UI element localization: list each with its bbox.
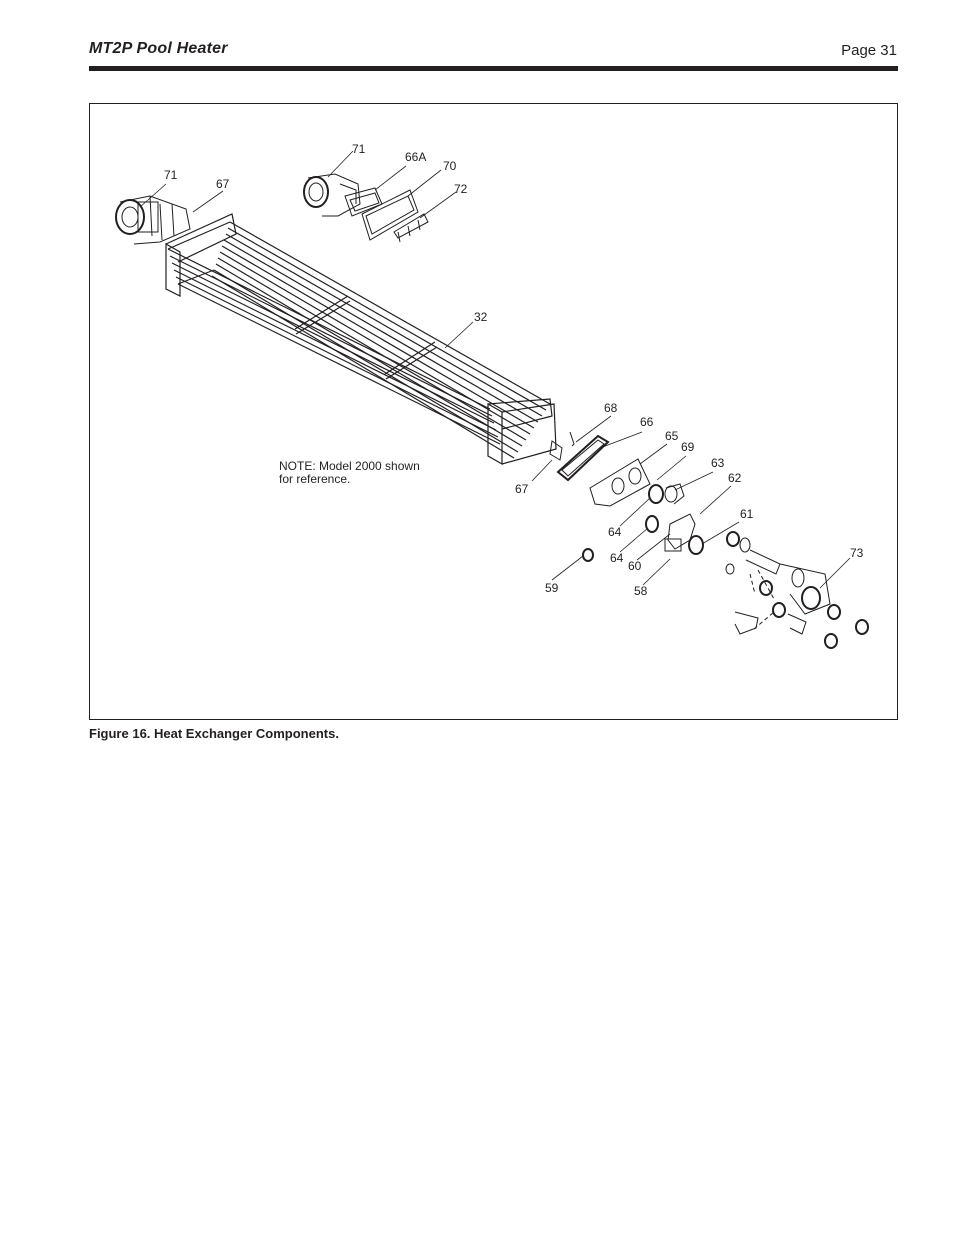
callout-label: 63 [711, 456, 725, 470]
page-number: Page 31 [841, 42, 897, 59]
callout-label: 67 [216, 177, 230, 191]
top-header-group [303, 173, 429, 243]
right-components [549, 431, 869, 649]
callout-label: 71 [352, 142, 366, 156]
figure-frame: 71 67 71 66A 70 72 32 68 66 65 69 67 63 … [89, 103, 898, 720]
callout-label: 64 [608, 525, 622, 539]
callout-label: 65 [665, 429, 679, 443]
callout-label: 66A [405, 150, 426, 164]
callout-label: 73 [850, 546, 864, 560]
leader-lines [139, 150, 851, 589]
callout-label: 71 [164, 168, 178, 182]
left-header-assembly [115, 195, 191, 245]
exploded-parts-diagram: 71 67 71 66A 70 72 32 68 66 65 69 67 63 … [115, 142, 869, 649]
note-line-2: for reference. [279, 472, 351, 486]
header-rule [89, 66, 898, 71]
tube-bundle [165, 213, 557, 466]
callout-label: 69 [681, 440, 695, 454]
callout-label: 58 [634, 584, 648, 598]
callout-label: 72 [454, 182, 468, 196]
note-line-1: NOTE: Model 2000 shown [279, 459, 420, 473]
callout-label: 62 [728, 471, 742, 485]
callout-label: 60 [628, 559, 642, 573]
callout-label: 68 [604, 401, 618, 415]
callout-label: 61 [740, 507, 754, 521]
figure-note: NOTE: Model 2000 shown for reference. [279, 460, 420, 486]
callout-label: 67 [515, 482, 529, 496]
callout-label: 64 [610, 551, 624, 565]
callout-label: 32 [474, 310, 488, 324]
callout-label: 66 [640, 415, 654, 429]
figure-caption: Figure 16. Heat Exchanger Components. [89, 726, 339, 741]
callout-labels: 71 67 71 66A 70 72 32 68 66 65 69 67 63 … [164, 142, 864, 598]
callout-label: 70 [443, 159, 457, 173]
callout-label: 59 [545, 581, 559, 595]
document-title: MT2P Pool Heater [89, 40, 228, 57]
